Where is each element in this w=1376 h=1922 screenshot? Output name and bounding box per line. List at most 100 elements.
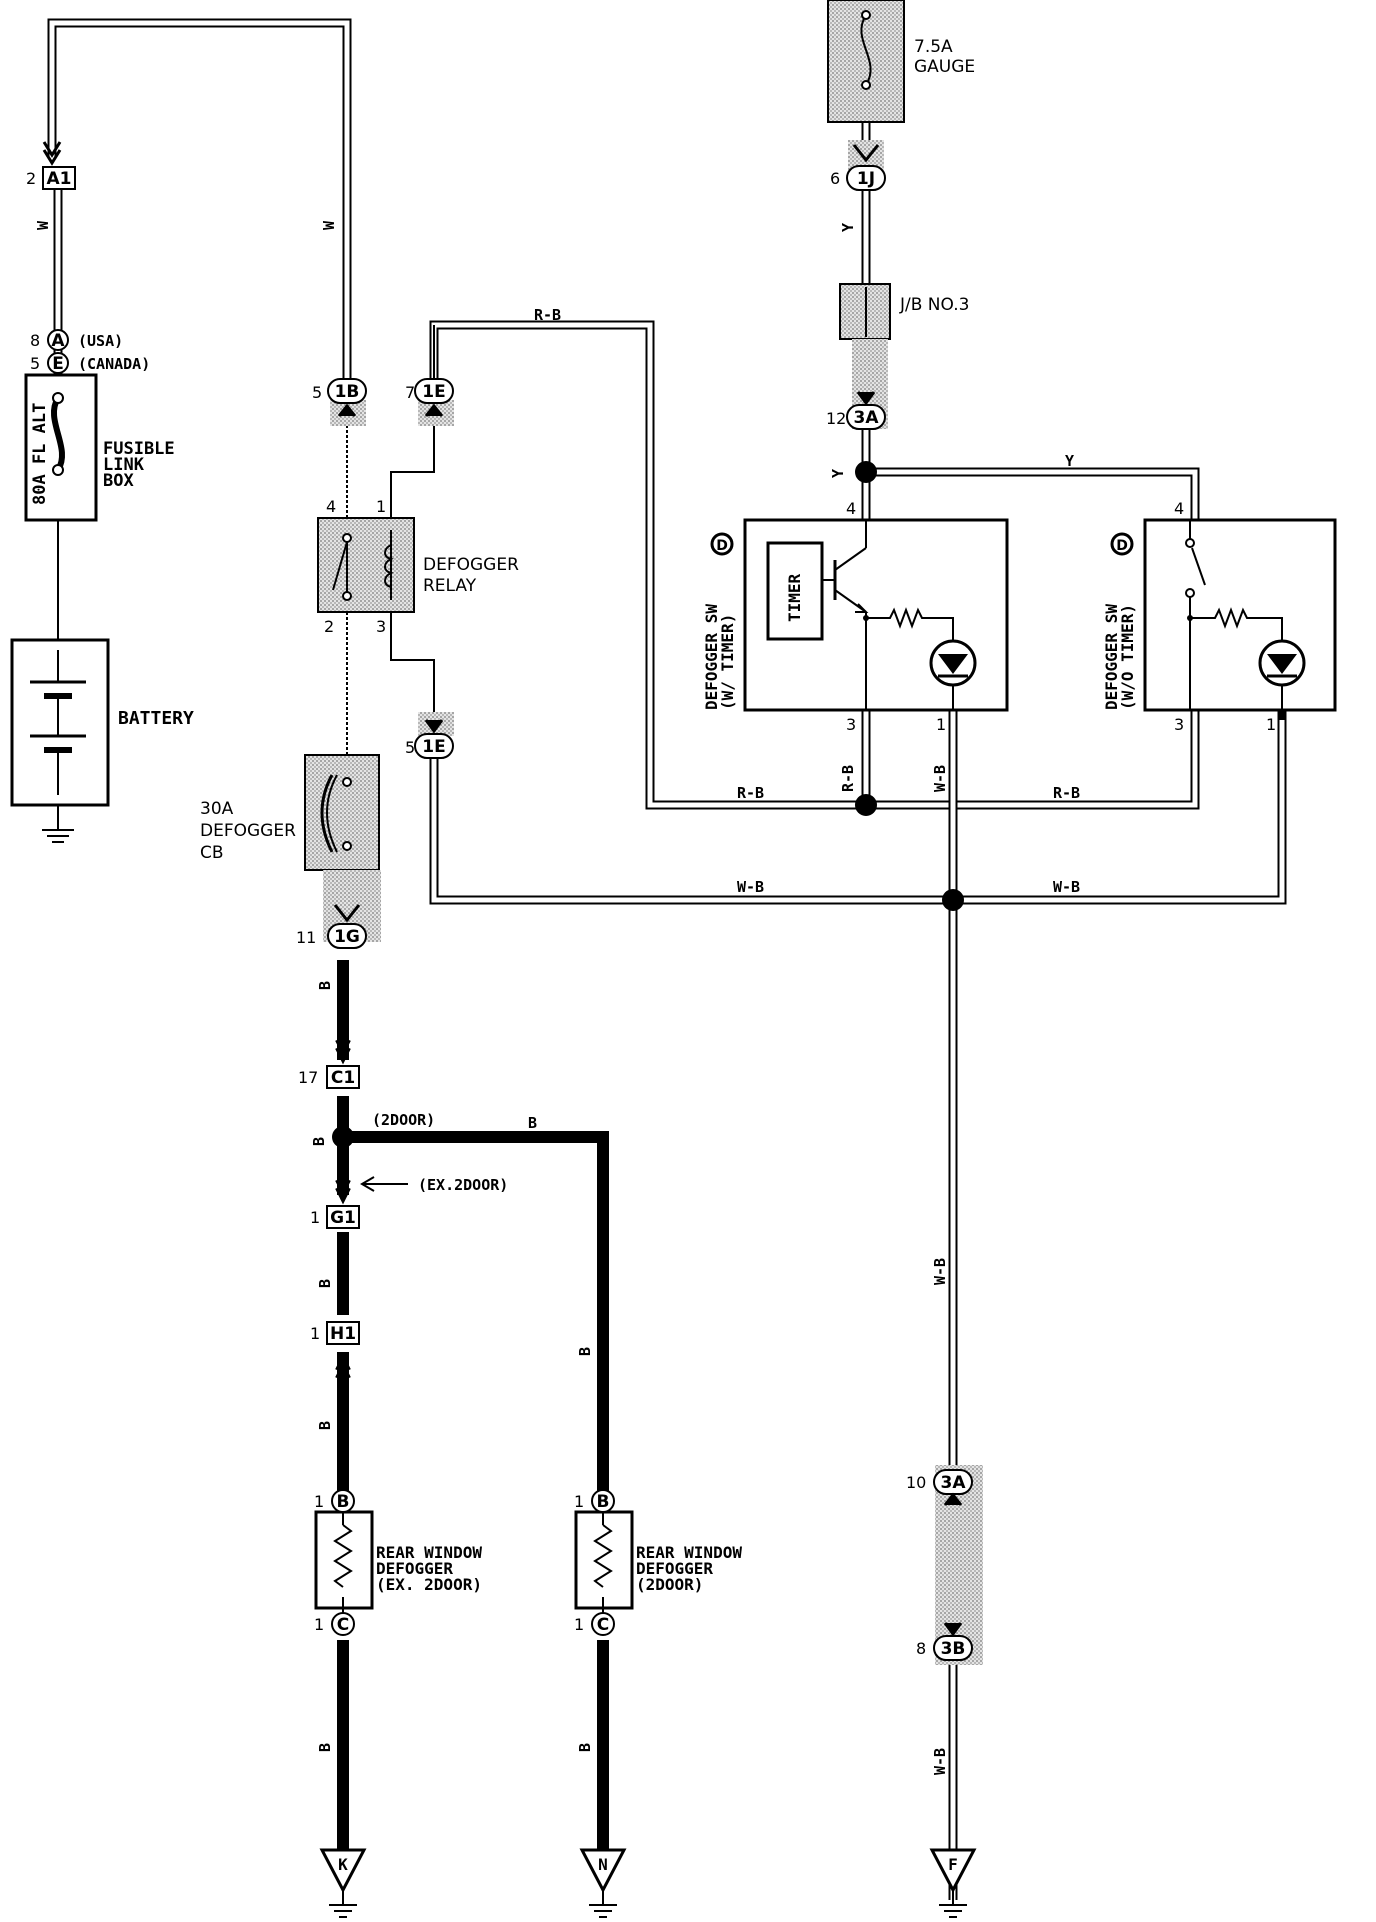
defogger-2d-name-3: (2DOOR)	[636, 1575, 703, 1594]
svg-text:W: W	[320, 220, 338, 230]
svg-text:3A: 3A	[854, 408, 880, 428]
svg-text:1B: 1B	[335, 382, 360, 402]
junction-wb	[942, 889, 964, 911]
svg-text:R-B: R-B	[839, 765, 857, 792]
connector-1j: 1J	[846, 165, 886, 191]
connector-3a-top: 3A	[846, 404, 886, 430]
svg-text:W-B: W-B	[931, 1748, 949, 1775]
svg-text:F: F	[948, 1855, 958, 1874]
defogger-ex-name-2: DEFOGGER	[376, 1559, 453, 1578]
connector-1g: 1G	[327, 923, 367, 949]
ground-k: K	[319, 1848, 367, 1918]
junction-block-3: J/B NO.3	[865, 287, 969, 337]
svg-text:B: B	[310, 1137, 328, 1146]
defogger-ex-name-1: REAR WINDOW	[376, 1543, 482, 1562]
sw-timer-name-1: DEFOGGER SW	[702, 604, 721, 710]
connector-e: E	[47, 352, 69, 374]
sw-timer-badge: D	[716, 538, 728, 554]
svg-text:8: 8	[916, 1639, 926, 1658]
svg-text:W-B: W-B	[737, 878, 764, 896]
defogger-2d-name-1: REAR WINDOW	[636, 1543, 742, 1562]
defogger-switch-notimer: D DEFOGGER SW (W/O TIMER)	[1102, 518, 1337, 712]
svg-text:B: B	[528, 1114, 537, 1132]
note-ex2door: (EX.2DOOR)	[418, 1176, 508, 1194]
svg-text:W: W	[34, 220, 52, 230]
relay-name-1: DEFOGGER	[423, 555, 519, 575]
svg-text:W-B: W-B	[931, 765, 949, 792]
svg-text:1: 1	[1266, 715, 1276, 734]
svg-text:C: C	[337, 1615, 349, 1635]
svg-text:1: 1	[314, 1615, 324, 1634]
svg-text:R-B: R-B	[1053, 784, 1080, 802]
connector-b-ex: B	[331, 1489, 355, 1513]
connector-1e-bottom: 1E	[414, 733, 454, 759]
connector-h1: H1	[326, 1321, 360, 1345]
sw-timer-name-2: (W/ TIMER)	[718, 614, 737, 710]
svg-text:3A: 3A	[941, 1473, 967, 1493]
fusible-link-name-3: BOX	[103, 471, 134, 491]
svg-text:B: B	[576, 1347, 594, 1356]
svg-text:4: 4	[1174, 499, 1184, 518]
svg-text:12: 12	[826, 409, 846, 428]
wire-w-a1	[47, 18, 352, 380]
battery-label: BATTERY	[118, 708, 194, 729]
jb3-label: J/B NO.3	[899, 295, 969, 315]
junction-rb	[855, 794, 877, 816]
wire-b-2door	[343, 1131, 609, 1492]
svg-text:Y: Y	[1065, 452, 1074, 470]
pin-numbers: 2 8 5 5 7 4 1 2 3 5 11 17 1 1 1 1 1 1 6 …	[26, 169, 1276, 1658]
connector-a: A	[47, 329, 69, 351]
svg-text:A: A	[51, 331, 65, 351]
junction-y	[855, 461, 877, 483]
junction-b	[332, 1126, 354, 1148]
sw-notimer-name-1: DEFOGGER SW	[1102, 604, 1121, 710]
wires	[47, 18, 1287, 1900]
svg-text:W-B: W-B	[931, 1258, 949, 1285]
svg-text:1: 1	[376, 497, 386, 516]
svg-text:B: B	[316, 1743, 334, 1752]
svg-text:3B: 3B	[941, 1639, 966, 1659]
svg-text:17: 17	[298, 1068, 318, 1087]
svg-text:1: 1	[310, 1208, 320, 1227]
connector-c-2d: C	[591, 1612, 615, 1636]
svg-text:2: 2	[26, 169, 36, 188]
wire-color-labels: W W Y Y Y R-B R-B R-B R-B W-B W-B W-B W-…	[34, 220, 1080, 1775]
fusible-link-name-2: LINK	[103, 455, 145, 475]
svg-text:H1: H1	[330, 1324, 356, 1344]
defogger-switch-timer: TIMER D DEFOGGER SW (W/ TIMER)	[702, 518, 1009, 712]
note-canada: (CANADA)	[78, 355, 150, 373]
connector-1b: 1B	[327, 378, 367, 404]
svg-text:C: C	[597, 1615, 609, 1635]
cb-rating: 30A	[200, 799, 234, 819]
svg-text:N: N	[598, 1855, 608, 1874]
cb-name-2: CB	[200, 843, 224, 863]
svg-text:4: 4	[326, 497, 336, 516]
svg-text:2: 2	[324, 617, 334, 636]
connector-3a-bottom: 3A	[933, 1469, 973, 1495]
svg-text:3: 3	[846, 715, 856, 734]
svg-text:B: B	[316, 981, 334, 990]
wire-relay1	[390, 405, 435, 518]
gauge-fuse-rating: 7.5A	[914, 37, 953, 57]
svg-text:1J: 1J	[857, 169, 875, 189]
defogger-2d-name-2: DEFOGGER	[636, 1559, 713, 1578]
connectors: A1 C1 G1 H1 A E 1B 1E	[42, 165, 973, 1661]
svg-text:5: 5	[405, 738, 415, 757]
ground-f: F	[929, 1848, 977, 1918]
svg-text:1: 1	[310, 1324, 320, 1343]
svg-text:7: 7	[405, 383, 415, 402]
cb-name-1: DEFOGGER	[200, 821, 296, 841]
svg-text:Y: Y	[839, 223, 857, 232]
svg-text:A1: A1	[47, 169, 72, 189]
svg-text:11: 11	[296, 928, 316, 947]
svg-text:R-B: R-B	[534, 306, 561, 324]
svg-text:10: 10	[906, 1473, 926, 1492]
connector-3b: 3B	[933, 1635, 973, 1661]
timer-label: TIMER	[785, 573, 804, 622]
svg-text:6: 6	[830, 169, 840, 188]
svg-text:1E: 1E	[422, 382, 445, 402]
svg-text:Y: Y	[829, 469, 847, 478]
connector-a1: A1	[42, 166, 76, 190]
svg-text:G1: G1	[330, 1208, 356, 1228]
